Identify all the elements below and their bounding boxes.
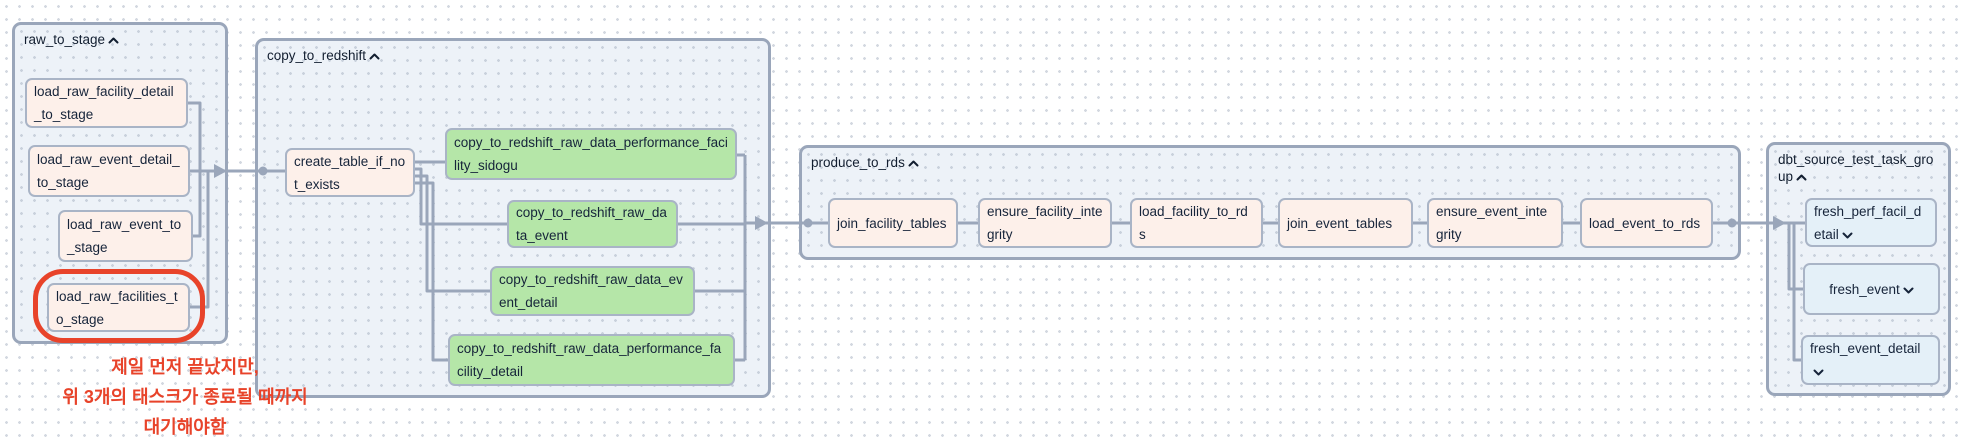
- task-copy-to-redshift-raw-data-event[interactable]: copy_to_redshift_raw_data_event: [507, 200, 678, 248]
- group-title: copy_to_redshift: [258, 41, 380, 64]
- chevron-down-icon: [1903, 287, 1914, 293]
- task-copy-to-redshift-raw-data-performance-facility-detail[interactable]: copy_to_redshift_raw_data_performance_fa…: [448, 334, 735, 386]
- task-ensure-event-integrity[interactable]: ensure_event_integrity: [1427, 198, 1563, 248]
- task-copy-to-redshift-raw-data-event-detail[interactable]: copy_to_redshift_raw_data_event_detail: [490, 266, 695, 316]
- group-title: dbt_source_test_task_group: [1778, 152, 1934, 184]
- chevron-down-icon: [1842, 232, 1853, 238]
- annotation-note: 제일 먼저 끝났지만, 위 3개의 태스크가 종료될 때까지 대기해야함: [35, 352, 335, 442]
- chevron-down-icon: [1813, 369, 1824, 376]
- task-load-raw-facilities-to-stage[interactable]: load_raw_facilities_to_stage: [47, 283, 190, 332]
- task-load-raw-facility-detail-to-stage[interactable]: load_raw_facility_detail_to_stage: [25, 78, 188, 128]
- annotation-line: 제일 먼저 끝났지만,: [111, 357, 259, 377]
- task-load-raw-event-to-stage[interactable]: load_raw_event_to_stage: [58, 210, 193, 262]
- chevron-up-icon: [1796, 174, 1807, 181]
- task-fresh-event[interactable]: fresh_event: [1803, 263, 1940, 315]
- task-load-raw-event-detail-to-stage[interactable]: load_raw_event_detail_to_stage: [28, 145, 190, 197]
- task-fresh-perf-facil-detail[interactable]: fresh_perf_facil_detail: [1805, 198, 1937, 247]
- task-fresh-event-detail[interactable]: fresh_event_detail: [1801, 335, 1940, 385]
- task-copy-to-redshift-raw-data-performance-facility-sidogu[interactable]: copy_to_redshift_raw_data_performance_fa…: [445, 128, 737, 180]
- highlight-ellipse: [33, 269, 205, 343]
- task-load-facility-to-rds[interactable]: load_facility_to_rds: [1130, 198, 1263, 248]
- group-title: raw_to_stage: [15, 25, 119, 48]
- task-join-event-tables[interactable]: join_event_tables: [1278, 198, 1413, 248]
- chevron-up-icon: [108, 37, 119, 44]
- chevron-up-icon: [369, 53, 380, 60]
- group-title: produce_to_rds: [802, 148, 919, 171]
- task-load-event-to-rds[interactable]: load_event_to_rds: [1580, 198, 1713, 248]
- annotation-line: 대기해야함: [143, 417, 227, 437]
- chevron-up-icon: [908, 160, 919, 167]
- annotation-line: 위 3개의 태스크가 종료될 때까지: [62, 387, 308, 407]
- task-join-facility-tables[interactable]: join_facility_tables: [828, 198, 958, 248]
- task-create-table-if-not-exists[interactable]: create_table_if_not_exists: [285, 148, 415, 197]
- task-ensure-facility-integrity[interactable]: ensure_facility_integrity: [978, 198, 1112, 248]
